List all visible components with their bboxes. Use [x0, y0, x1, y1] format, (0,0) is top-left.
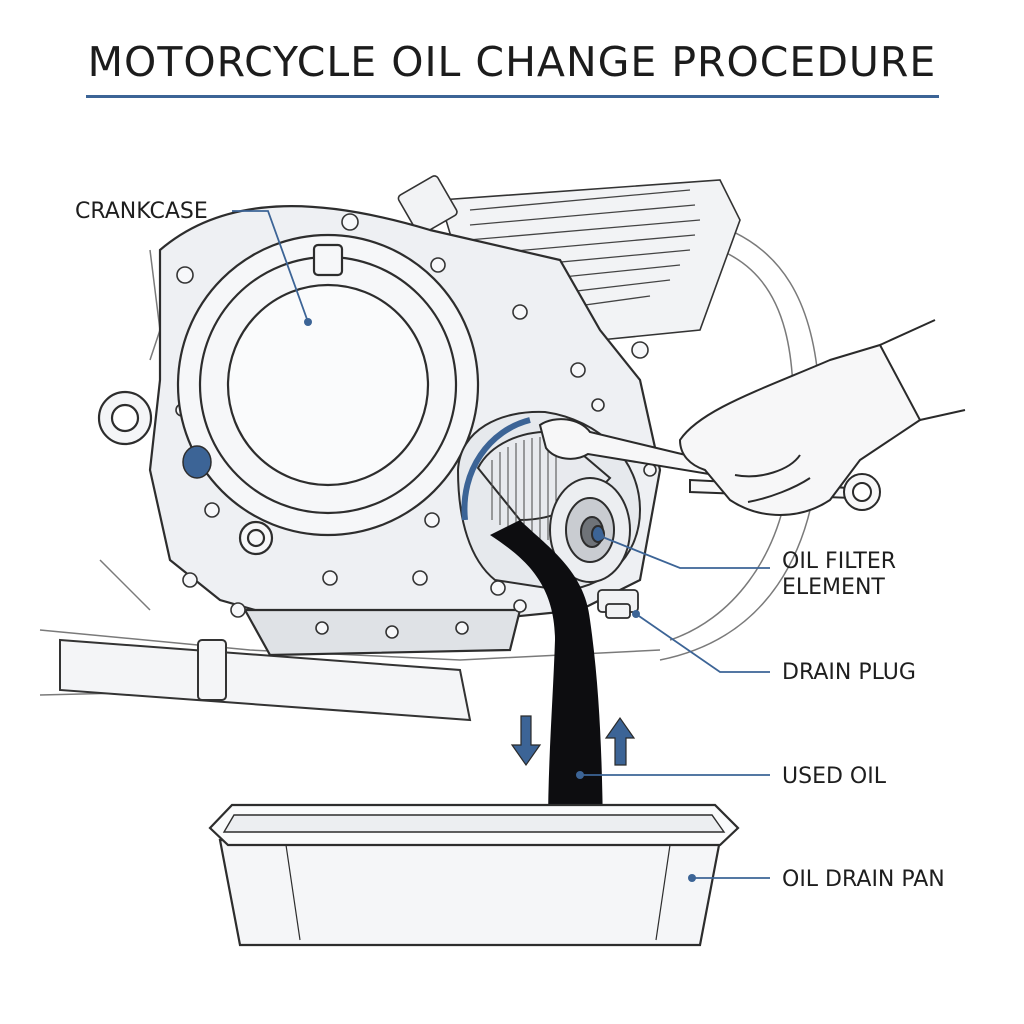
drain-plug	[597, 589, 639, 619]
wrench-and-hand	[538, 319, 966, 516]
label-crankcase: CRANKCASE	[75, 199, 208, 224]
oil-stream	[490, 520, 603, 830]
page-title: MOTORCYCLE OIL CHANGE PROCEDURE	[87, 38, 937, 86]
arrow-down-icon	[510, 715, 542, 767]
arrow-up-icon	[604, 716, 636, 766]
sight-glass	[182, 445, 212, 479]
label-oil-filter-line2: ELEMENT	[782, 575, 885, 600]
clutch-cover	[176, 233, 480, 556]
label-used-oil: USED OIL	[782, 764, 886, 789]
label-drain-plug: DRAIN PLUG	[782, 660, 916, 685]
leader-dots	[304, 318, 696, 882]
title-underline	[86, 95, 939, 98]
label-oil-filter-line1: OIL FILTER	[782, 549, 897, 574]
label-oil-drain-pan: OIL DRAIN PAN	[782, 867, 945, 892]
leader-lines	[232, 210, 770, 879]
oil-drain-pan	[208, 803, 740, 947]
label-oil-filter-element: OIL FILTER ELEMENT	[782, 549, 982, 601]
oil-filter	[456, 410, 642, 592]
exhaust-pipe	[59, 638, 472, 722]
